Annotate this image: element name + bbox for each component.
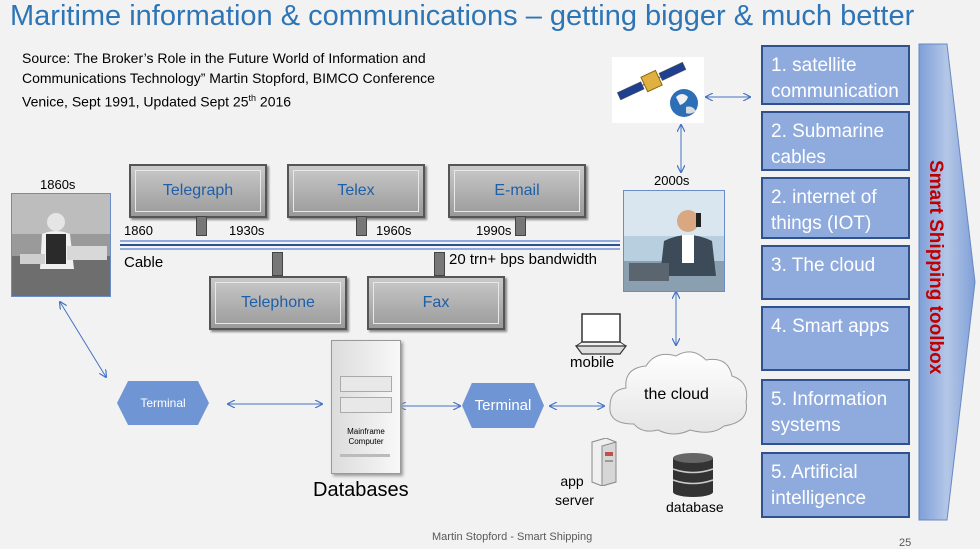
- year-1990s: 1990s: [476, 223, 512, 238]
- drive-bay-1: [340, 376, 392, 392]
- toolbox-arrow-label-wrap: Smart Shipping toolbox: [924, 160, 949, 410]
- database-label: database: [666, 499, 724, 515]
- businessman-phone-photo: [623, 190, 725, 292]
- era-label-telephone: Telephone: [241, 294, 315, 311]
- slide-title: Maritime information & communications – …: [10, 0, 915, 32]
- database-icon: [671, 452, 715, 498]
- terminal-mid-label: Terminal: [474, 397, 532, 414]
- toolbox-item-satellite: 1. satellite communication: [761, 45, 910, 105]
- stub-telex: [356, 216, 367, 236]
- era-2000s-label: 2000s: [654, 173, 690, 188]
- year-1960s: 1960s: [376, 223, 412, 238]
- year-1860: 1860: [124, 223, 153, 238]
- terminal-left-node: Terminal: [117, 381, 209, 425]
- telegraph-operator-image: [12, 194, 110, 296]
- businessman-image: [624, 191, 724, 291]
- bandwidth-label: 20 trn+ bps bandwidth: [449, 251, 598, 268]
- app-server-label: app server: [555, 472, 594, 510]
- toolbox-item-smart-apps: 4. Smart apps: [761, 306, 910, 371]
- era-box-telegraph: Telegraph: [129, 164, 267, 218]
- source-line-1: Source: The Broker’s Role in the Future …: [22, 50, 426, 66]
- era-box-telephone: Telephone: [209, 276, 347, 330]
- mainframe-label-line2: Computer: [348, 437, 384, 446]
- toolbox-item-iot: 2. internet of things (IOT): [761, 177, 910, 239]
- era-box-telex: Telex: [287, 164, 425, 218]
- era-box-fax: Fax: [367, 276, 505, 330]
- era-label-telex: Telex: [337, 182, 375, 199]
- source-citation: Source: The Broker’s Role in the Future …: [22, 48, 492, 112]
- cloud-shape: the cloud: [604, 344, 754, 438]
- slide-footer: Martin Stopford - Smart Shipping: [432, 531, 593, 543]
- terminal-left-label: Terminal: [140, 396, 186, 410]
- era-label-email: E-mail: [494, 182, 540, 199]
- era-1860s-label: 1860s: [40, 177, 76, 192]
- laptop-icon: [572, 312, 630, 356]
- telegraph-operator-photo: [11, 193, 111, 297]
- satellite-illustration: [612, 57, 704, 123]
- mainframe-vent: [340, 454, 390, 457]
- mobile-label: mobile: [570, 354, 615, 371]
- app-server-label-line1: app: [560, 473, 584, 489]
- app-server-drawing: [591, 437, 617, 487]
- source-line-2: Communications Technology” Martin Stopfo…: [22, 70, 435, 86]
- source-superscript: th: [248, 93, 257, 103]
- drive-bay-2: [340, 397, 392, 413]
- toolbox-arrow: [918, 43, 976, 521]
- connector-photo-terminal: [60, 302, 106, 377]
- mainframe-label-line1: Mainframe: [347, 427, 385, 436]
- source-line-3-end: 2016: [256, 93, 292, 110]
- satellite-earth-icon: [612, 57, 704, 123]
- mainframe-label: Mainframe Computer: [332, 427, 400, 447]
- source-line-3: Venice, Sept 1991, Updated Sept 25: [22, 93, 249, 110]
- database-cylinder: [672, 453, 714, 497]
- slide-number: 25: [899, 537, 912, 549]
- cloud-label: the cloud: [644, 386, 709, 403]
- cable-line: [120, 240, 620, 250]
- era-label-fax: Fax: [422, 294, 450, 311]
- toolbox-item-information-systems: 5. Information systems: [761, 379, 910, 445]
- toolbox-item-cloud: 3. The cloud: [761, 245, 910, 300]
- year-1930s: 1930s: [229, 223, 265, 238]
- era-box-email: E-mail: [448, 164, 586, 218]
- cloud-icon: [609, 351, 748, 435]
- era-label-telegraph: Telegraph: [162, 182, 234, 199]
- app-server-label-line2: server: [555, 492, 594, 508]
- stub-email: [515, 216, 526, 236]
- databases-label: Databases: [313, 479, 409, 501]
- toolbox-arrow-label: Smart Shipping toolbox: [925, 160, 946, 375]
- stub-fax: [434, 252, 445, 276]
- terminal-mid-node: Terminal: [462, 383, 544, 428]
- mainframe-computer: Mainframe Computer: [331, 340, 401, 474]
- laptop-drawing: [574, 313, 628, 355]
- cable-label: Cable: [124, 254, 164, 271]
- stub-telegraph: [196, 216, 207, 236]
- app-server-icon: [588, 437, 618, 487]
- stub-telephone: [272, 252, 283, 276]
- toolbox-item-submarine-cables: 2. Submarine cables: [761, 111, 910, 171]
- toolbox-item-ai: 5. Artificial intelligence: [761, 452, 910, 518]
